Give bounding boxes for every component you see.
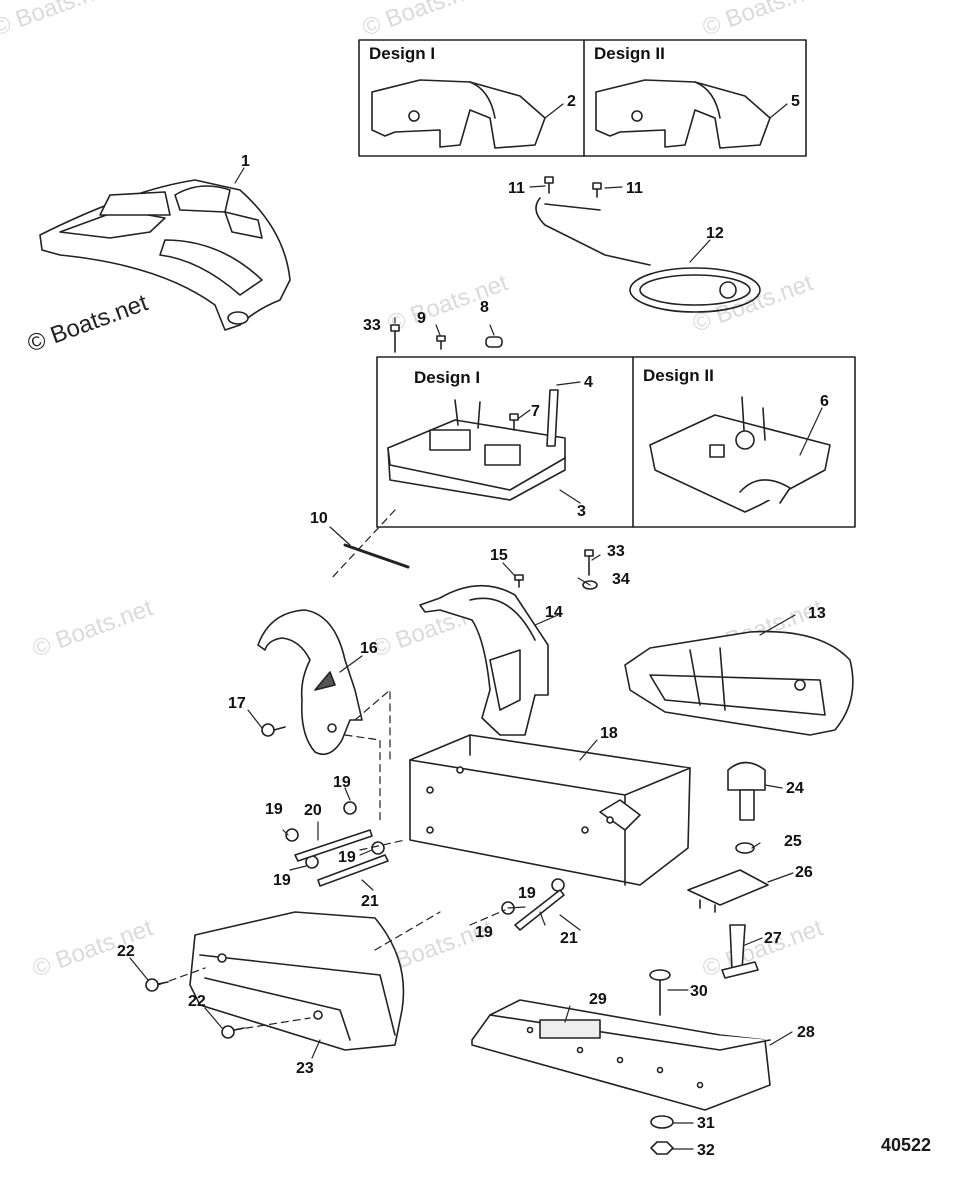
callout-23: 23 bbox=[296, 1060, 314, 1077]
callout-32: 32 bbox=[697, 1142, 715, 1159]
callout-19: 19 bbox=[333, 774, 351, 791]
callout-20: 20 bbox=[304, 802, 322, 819]
part-22-screw bbox=[221, 1025, 245, 1039]
callout-21: 21 bbox=[361, 893, 379, 910]
callout-26: 26 bbox=[795, 864, 813, 881]
design-label-top-left: Design I bbox=[369, 44, 436, 63]
design-box-middle bbox=[376, 356, 856, 528]
callout-19: 19 bbox=[265, 801, 283, 818]
callout-19: 19 bbox=[518, 885, 536, 902]
callout-19: 19 bbox=[273, 872, 291, 889]
part-8-plug bbox=[485, 336, 503, 348]
part-7-screw bbox=[509, 413, 519, 431]
part-25-washer bbox=[735, 842, 755, 854]
part-31-washer bbox=[650, 1115, 674, 1129]
part-24-knob bbox=[727, 761, 766, 821]
callout-4: 4 bbox=[584, 374, 593, 391]
callout-18: 18 bbox=[600, 725, 618, 742]
callout-22: 22 bbox=[188, 993, 206, 1010]
callout-31: 31 bbox=[697, 1115, 715, 1132]
callout-5: 5 bbox=[791, 93, 800, 110]
callout-11: 11 bbox=[626, 180, 643, 197]
part-21-pin bbox=[514, 889, 565, 931]
design-label-mid-right: Design II bbox=[643, 366, 714, 385]
callout-14: 14 bbox=[545, 604, 563, 621]
callout-2: 2 bbox=[567, 93, 576, 110]
callout-28: 28 bbox=[797, 1024, 815, 1041]
callout-11: 11 bbox=[508, 180, 525, 197]
callout-8: 8 bbox=[480, 299, 489, 316]
part-26-clip bbox=[687, 869, 769, 913]
callout-34: 34 bbox=[612, 571, 630, 588]
design-label-mid-left: Design I bbox=[414, 368, 481, 387]
part-17-screw bbox=[261, 723, 286, 737]
part-20-pin bbox=[294, 829, 373, 862]
assembly-dashed-lines bbox=[157, 509, 506, 1031]
callout-15: 15 bbox=[490, 547, 508, 564]
callout-6: 6 bbox=[820, 393, 829, 410]
callout-33: 33 bbox=[363, 317, 381, 334]
part-11-screw bbox=[592, 182, 602, 198]
part-28-base-plate bbox=[471, 999, 771, 1111]
part-14-gear-bracket bbox=[419, 584, 549, 736]
callout-16: 16 bbox=[360, 640, 378, 657]
leader-lines bbox=[129, 103, 823, 1150]
diagram-number: 40522 bbox=[880, 1135, 931, 1155]
callout-21: 21 bbox=[560, 930, 578, 947]
callout-numbers: 1 2 5 11 11 12 33 9 8 4 7 3 6 10 15 33 3… bbox=[117, 93, 829, 1159]
design-box-top bbox=[358, 39, 807, 157]
callout-29: 29 bbox=[589, 991, 607, 1008]
part-30-bolt bbox=[649, 969, 671, 1016]
part-4-antenna bbox=[546, 389, 559, 447]
callout-3: 3 bbox=[577, 503, 586, 520]
part-27-t-bolt bbox=[721, 924, 759, 979]
callout-17: 17 bbox=[228, 695, 246, 712]
part-10-pin bbox=[343, 543, 410, 569]
callout-22: 22 bbox=[117, 943, 135, 960]
design-label-top-right: Design II bbox=[594, 44, 665, 63]
callout-12: 12 bbox=[706, 225, 724, 242]
part-11-screw bbox=[544, 176, 554, 194]
part-15-screw bbox=[514, 574, 524, 588]
part-16-bracket bbox=[257, 609, 363, 756]
part-3-receiver-board bbox=[387, 399, 566, 501]
part-1-remote bbox=[39, 179, 291, 331]
part-23-front-housing bbox=[189, 911, 405, 1051]
callout-1: 1 bbox=[241, 153, 250, 170]
part-32-nut bbox=[650, 1141, 674, 1155]
part-2-cover-design-i bbox=[371, 79, 546, 149]
callout-24: 24 bbox=[786, 780, 804, 797]
callout-9: 9 bbox=[417, 310, 426, 327]
part-6-receiver-board bbox=[649, 396, 831, 513]
callout-13: 13 bbox=[808, 605, 826, 622]
part-9-screw bbox=[436, 335, 446, 350]
callout-33: 33 bbox=[607, 543, 625, 560]
part-21-pin bbox=[317, 854, 389, 887]
part-33-bolt bbox=[584, 549, 594, 576]
callout-25: 25 bbox=[784, 833, 802, 850]
part-33-bolt bbox=[390, 324, 400, 353]
part-22-screw bbox=[145, 978, 169, 992]
callout-27: 27 bbox=[764, 930, 782, 947]
callout-30: 30 bbox=[690, 983, 708, 1000]
callout-10: 10 bbox=[310, 510, 328, 527]
callout-19: 19 bbox=[475, 924, 493, 941]
part-12-cable bbox=[535, 197, 761, 313]
part-5-cover-design-ii bbox=[595, 79, 771, 149]
callout-19: 19 bbox=[338, 849, 356, 866]
part-18-channel-frame bbox=[409, 734, 691, 886]
callout-7: 7 bbox=[531, 403, 540, 420]
part-13-housing bbox=[624, 630, 854, 736]
